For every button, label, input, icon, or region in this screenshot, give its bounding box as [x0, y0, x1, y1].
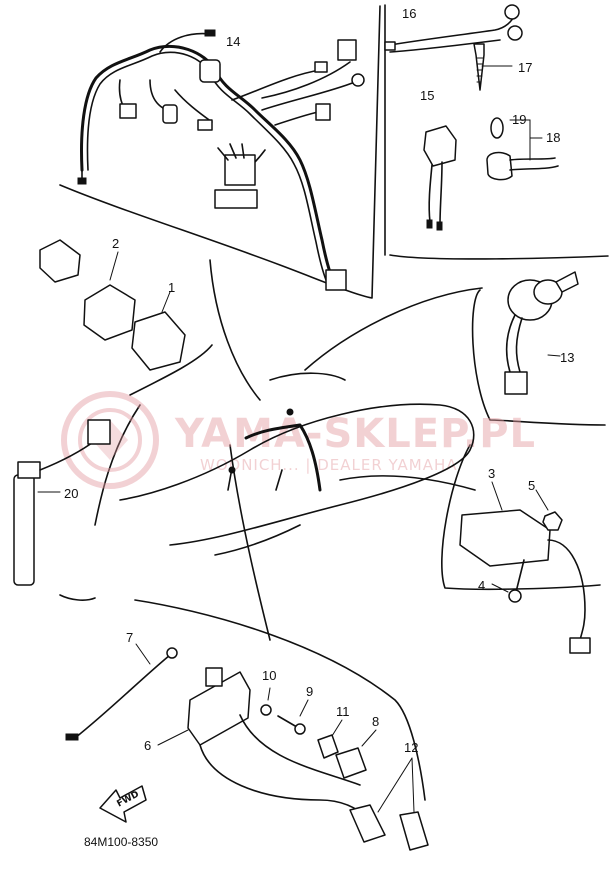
- cable-tie-17: [473, 43, 513, 91]
- wire-lead-16: [384, 4, 523, 53]
- callout-13: 13: [560, 350, 574, 365]
- callout-labels: 1 2 3 4 5 6 7 8 9 10 11 12 13 14 15 16 1…: [64, 6, 574, 755]
- fwd-arrow: FWD: [99, 785, 147, 823]
- washer-10: [260, 687, 272, 716]
- watermark-brand: YAMA-SKLEP.PL: [174, 411, 536, 457]
- callout-9: 9: [306, 684, 313, 699]
- watermark: YAMA-SKLEP.PL WODNICH... | DEALER YAMAHA: [61, 391, 536, 489]
- callout-10: 10: [262, 668, 276, 683]
- relay-15: [423, 125, 457, 231]
- frame-outline: [119, 372, 475, 556]
- callout-16: 16: [402, 6, 416, 21]
- main-switch-13: [504, 271, 579, 395]
- callout-14: 14: [226, 34, 240, 49]
- ground-lead-7: [65, 643, 178, 741]
- watermark-logo-outer: [61, 391, 159, 489]
- callout-7: 7: [126, 630, 133, 645]
- watermark-subtitle: WODNICH... | DEALER YAMAHA: [200, 456, 458, 474]
- wire-harness-14: [77, 29, 365, 291]
- part-code: 84M100-8350: [84, 835, 158, 849]
- callout-8: 8: [372, 714, 379, 729]
- bracket-2: [39, 239, 136, 341]
- watermark-logo-inner: [78, 408, 142, 472]
- callout-11: 11: [336, 704, 350, 719]
- callout-19: 19: [512, 112, 526, 127]
- spark-plug-cap-12: [349, 757, 429, 851]
- callout-1: 1: [168, 280, 175, 295]
- callout-17: 17: [518, 60, 532, 75]
- callout-2: 2: [112, 236, 119, 251]
- cap-8: [335, 729, 377, 779]
- callout-12: 12: [404, 740, 418, 755]
- cdi-unit-1: [131, 291, 186, 371]
- rectifier-3: [459, 481, 591, 654]
- callout-18: 18: [546, 130, 560, 145]
- bulb-socket-18: [486, 117, 559, 181]
- bolt-9: [277, 699, 309, 735]
- bolt-4: [491, 559, 525, 603]
- callout-6: 6: [144, 738, 151, 753]
- clamp-11: [317, 719, 343, 759]
- callout-4: 4: [478, 578, 485, 593]
- callout-3: 3: [488, 466, 495, 481]
- nut-5: [535, 489, 563, 531]
- callout-15: 15: [420, 88, 434, 103]
- callout-5: 5: [528, 478, 535, 493]
- callout-20: 20: [64, 486, 78, 501]
- temp-sensor-20: [13, 419, 111, 586]
- ignition-coil-6: [157, 667, 371, 821]
